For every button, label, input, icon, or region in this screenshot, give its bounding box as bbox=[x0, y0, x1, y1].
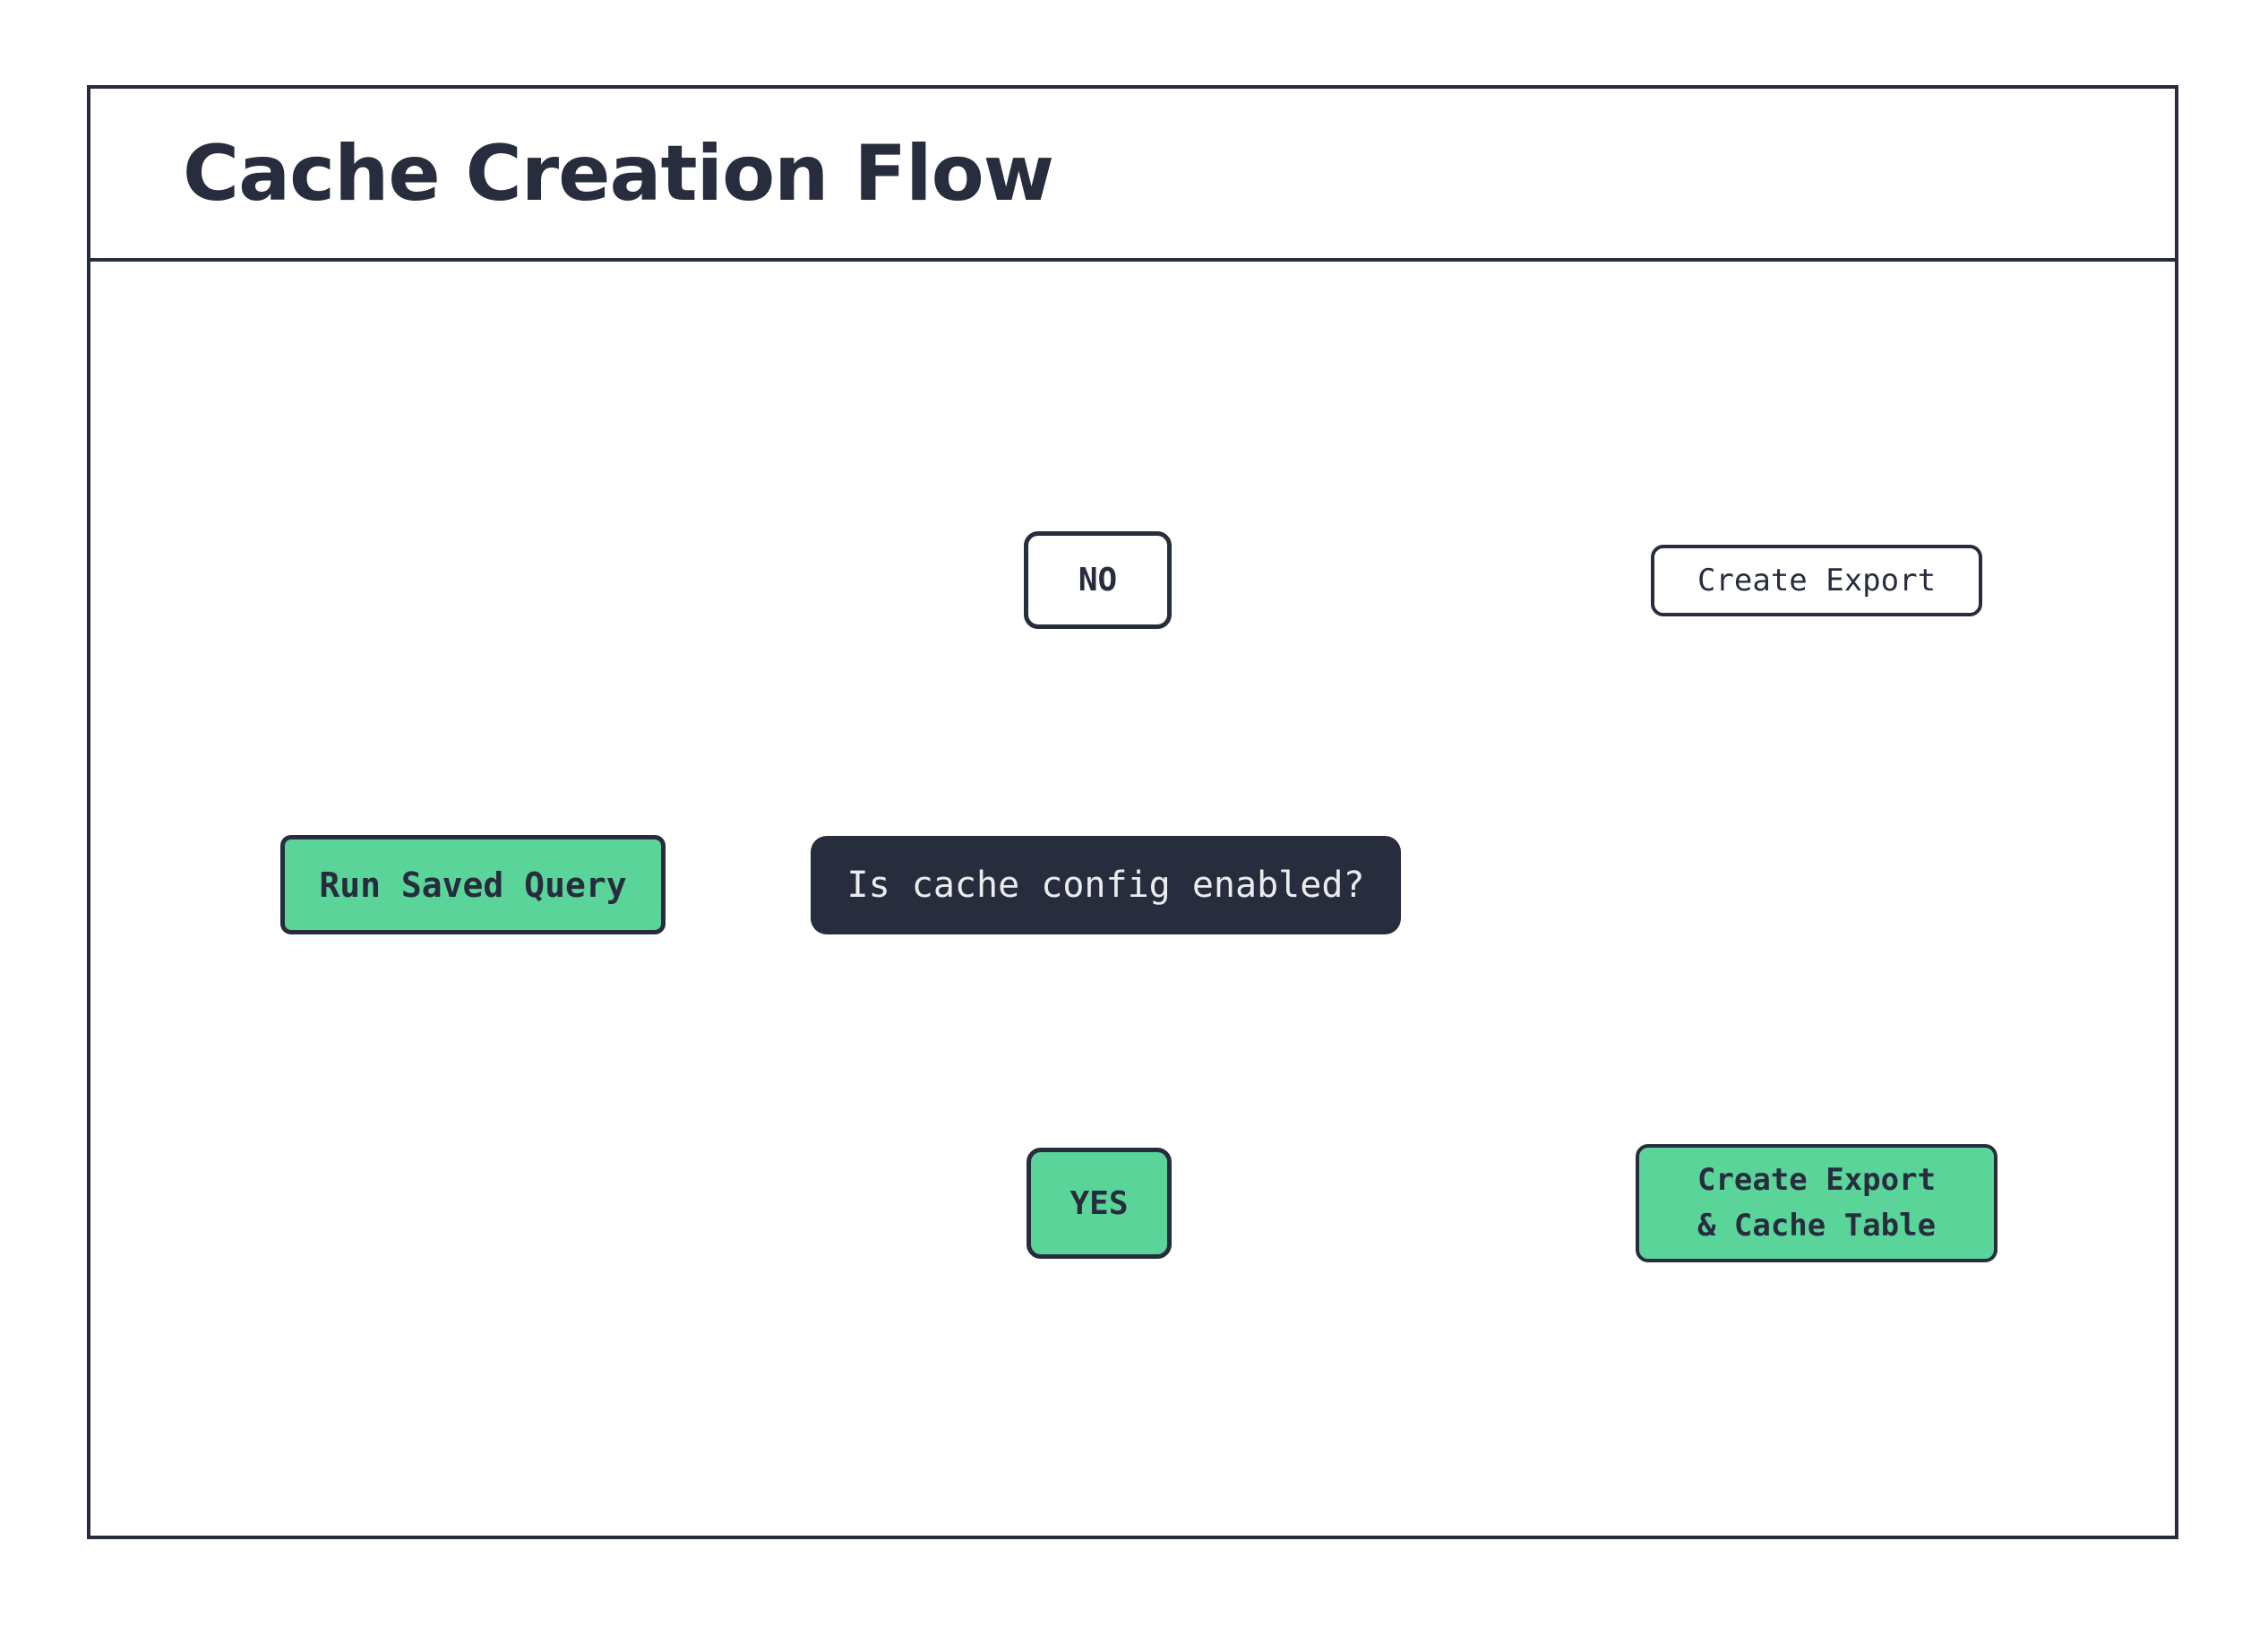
create-export-cache-table-label: Create Export & Cache Table bbox=[1697, 1162, 1937, 1244]
branch-node-no: NO bbox=[1024, 531, 1172, 629]
create-export-label: Create Export bbox=[1697, 563, 1937, 598]
page-title: Cache Creation Flow bbox=[183, 128, 1054, 219]
result-label-create-export-cache-table: Create Export & Cache Table bbox=[1636, 1144, 1997, 1262]
start-node-run-saved-query: Run Saved Query bbox=[280, 835, 666, 934]
branch-no-label: NO bbox=[1078, 562, 1118, 598]
branch-yes-label: YES bbox=[1070, 1184, 1129, 1222]
result-label-create-export: Create Export bbox=[1651, 545, 1982, 616]
start-node-label: Run Saved Query bbox=[319, 865, 627, 905]
diagram-frame bbox=[87, 85, 2178, 1539]
diagram-header: Cache Creation Flow bbox=[87, 85, 2178, 262]
branch-node-yes: YES bbox=[1027, 1148, 1172, 1259]
decision-node-cache-config: Is cache config enabled? bbox=[811, 836, 1401, 934]
decision-node-label: Is cache config enabled? bbox=[846, 865, 1365, 906]
